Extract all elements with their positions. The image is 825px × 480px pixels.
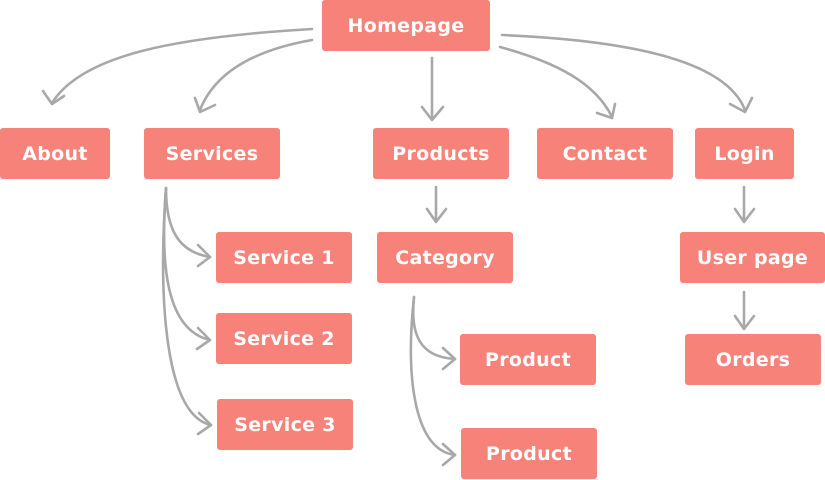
connector-homepage-about [50,27,314,105]
node-homepage[interactable]: Homepage [322,0,490,51]
arrowhead-orders [733,314,756,331]
node-product-1-label: Product [485,348,571,371]
node-service-2[interactable]: Service 2 [216,313,352,364]
node-login-label: Login [714,142,775,165]
arrowhead-login [728,96,754,114]
node-orders[interactable]: Orders [685,334,821,385]
node-product-2[interactable]: Product [461,428,597,479]
arrowhead-product1 [441,346,457,371]
arrowhead-contact [595,102,617,120]
node-service-3[interactable]: Service 3 [217,399,353,450]
node-service-2-label: Service 2 [233,327,335,350]
node-product-2-label: Product [486,442,572,465]
node-about-label: About [22,142,88,165]
connector-services-service2 [162,186,212,342]
arrowhead-products [420,105,445,122]
arrowhead-service3 [196,411,213,436]
node-category-label: Category [395,246,495,269]
connector-category-product1 [411,295,457,361]
arrowhead-userpage [733,207,756,224]
node-user-page-label: User page [696,246,809,269]
node-service-3-label: Service 3 [234,413,336,436]
node-category[interactable]: Category [377,232,513,283]
node-service-1[interactable]: Service 1 [216,232,352,283]
node-product-1[interactable]: Product [460,334,596,385]
node-user-page[interactable]: User page [680,232,825,283]
arrowhead-service1 [196,243,212,268]
node-contact[interactable]: Contact [537,128,673,179]
arrowhead-service2 [195,326,212,351]
node-services-label: Services [165,142,259,165]
node-services[interactable]: Services [144,128,280,179]
arrowhead-about [41,89,66,106]
connector-homepage-contact [498,45,614,119]
node-contact-label: Contact [562,142,648,165]
node-service-1-label: Service 1 [233,246,335,269]
connector-services-service3 [161,186,213,427]
node-homepage-label: Homepage [347,14,465,37]
connector-services-service1 [164,186,212,259]
node-login[interactable]: Login [695,128,794,179]
connector-category-product2 [409,295,457,457]
node-products[interactable]: Products [373,128,509,179]
arrowhead-product2 [441,442,457,467]
connector-homepage-login [500,33,747,112]
arrowhead-category [425,207,448,224]
node-orders-label: Orders [715,348,791,371]
node-about[interactable]: About [0,128,110,179]
node-products-label: Products [392,142,490,165]
connector-homepage-services [198,38,314,112]
arrowhead-services [193,96,217,114]
